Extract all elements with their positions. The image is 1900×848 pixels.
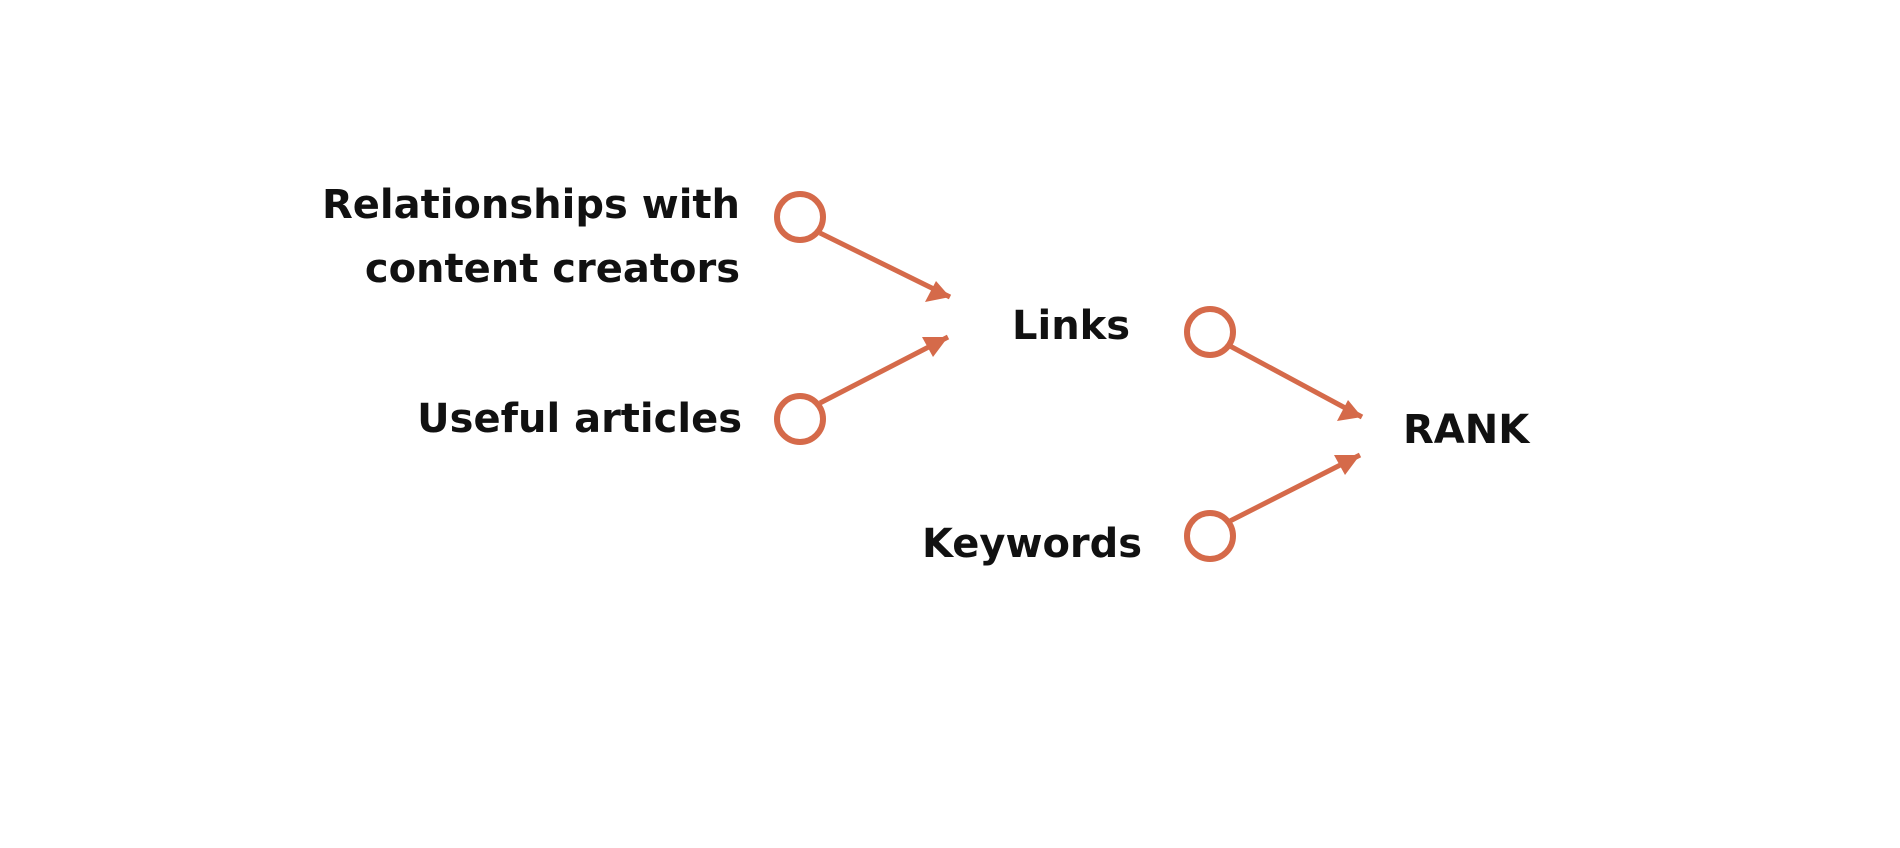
relationships-label-line1: Relationships with — [321, 182, 740, 228]
relationships-label-line2: content creators — [364, 246, 740, 292]
keywords-to-rank-arrow — [1228, 452, 1362, 524]
relationships-node-circle — [774, 191, 826, 243]
useful-articles-to-links-arrow — [818, 334, 950, 406]
relationships-label: Relationships with content creators — [290, 173, 740, 301]
useful-articles-to-links-arrowhead — [922, 337, 948, 357]
relationships-to-links-arrowhead — [925, 281, 950, 302]
keywords-to-rank-arrowhead — [1334, 455, 1360, 475]
useful-articles-node-circle — [774, 393, 826, 445]
links-to-rank-arrow — [1228, 343, 1364, 420]
keywords-label: Keywords — [922, 521, 1143, 567]
links-label: Links — [1012, 303, 1131, 349]
links-to-rank-arrowhead — [1337, 400, 1362, 421]
relationships-to-links-arrow — [818, 230, 952, 300]
rank-label: RANK — [1403, 407, 1530, 453]
keywords-node-circle — [1184, 510, 1236, 562]
links-node-circle — [1184, 306, 1236, 358]
useful-articles-label: Useful articles — [417, 396, 742, 442]
